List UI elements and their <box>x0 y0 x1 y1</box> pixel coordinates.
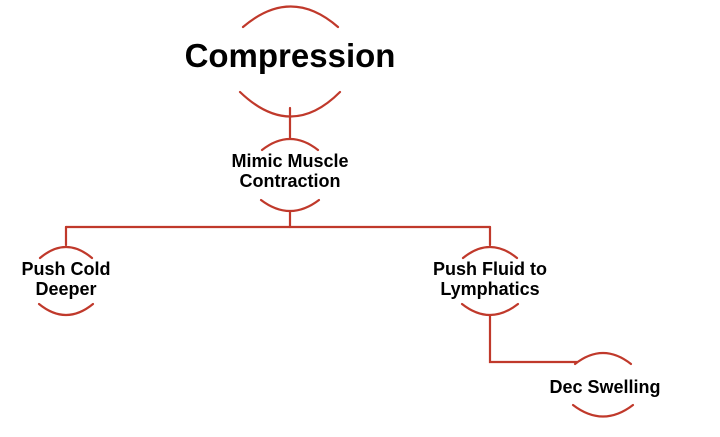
push-cold-node-top-arc <box>38 245 94 260</box>
node-mimic-line-1: Mimic Muscle <box>231 151 349 171</box>
node-mimic-line-2: Contraction <box>239 171 341 192</box>
dec-swelling-node-top-arc <box>573 352 633 366</box>
node-push-fluid-line-2: Lymphatics <box>440 279 540 300</box>
node-mimic-muscle-contraction: Mimic Muscle Contraction <box>195 151 385 191</box>
push-fluid-node-top-arc <box>461 246 519 260</box>
node-push-cold-line-1: Push Cold <box>21 259 111 279</box>
connector-push-fluid-to-dec-swelling <box>488 313 579 364</box>
push-cold-node-bottom-arc <box>37 302 95 316</box>
node-push-cold-deeper: Push Cold Deeper <box>5 259 127 299</box>
node-compression: Compression <box>160 37 420 75</box>
node-push-fluid-to-lymphatics: Push Fluid to Lymphatics <box>410 259 570 299</box>
node-push-cold-line-2: Deeper <box>35 279 97 300</box>
mimic-node-top-arc <box>260 138 320 152</box>
root-node-top-arc <box>241 5 340 29</box>
node-dec-swelling: Dec Swelling <box>530 377 680 397</box>
node-compression-line-1: Compression <box>184 37 396 74</box>
mimic-node-bottom-arc <box>259 198 321 212</box>
push-fluid-node-bottom-arc <box>460 302 520 316</box>
node-dec-swelling-line-1: Dec Swelling <box>549 377 661 397</box>
node-push-fluid-line-1: Push Fluid to <box>433 259 547 279</box>
dec-swelling-node-bottom-arc <box>571 403 635 418</box>
